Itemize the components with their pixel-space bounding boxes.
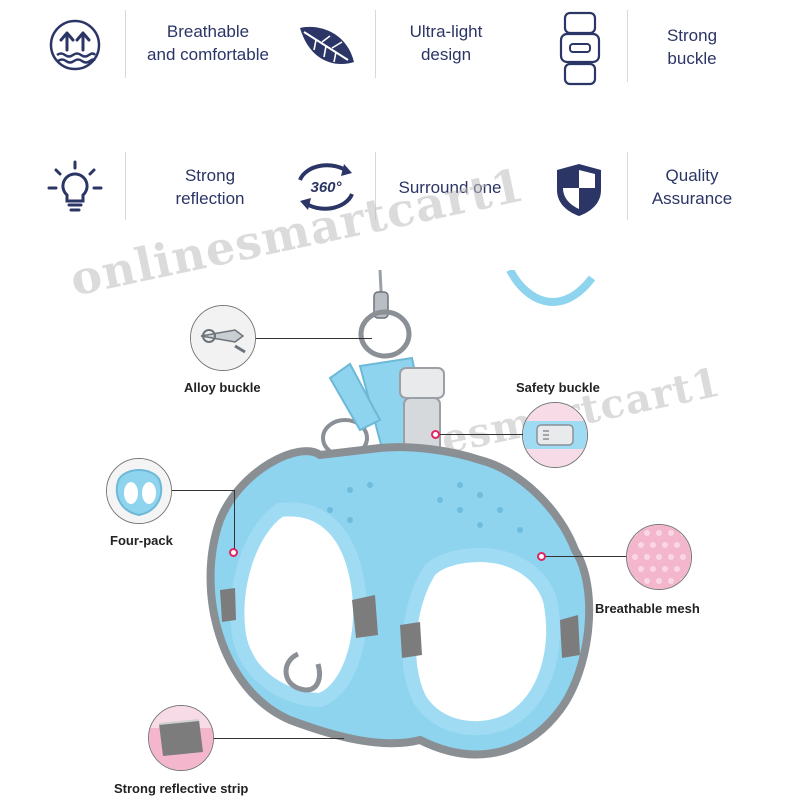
breathable-arrows-icon xyxy=(48,18,102,72)
buckle-icon xyxy=(558,10,602,88)
divider xyxy=(125,152,126,220)
callout-dot xyxy=(537,552,546,561)
rotate-360-icon: 360° xyxy=(292,156,360,218)
callout-line xyxy=(172,490,235,491)
callout-line xyxy=(256,338,372,339)
safety-buckle-label: Safety buckle xyxy=(516,380,600,395)
callout-dot xyxy=(431,430,440,439)
lightbulb-icon xyxy=(46,160,104,218)
safety-buckle-detail-image xyxy=(522,402,588,468)
svg-text:360°: 360° xyxy=(310,179,342,196)
four-pack-label: Four-pack xyxy=(110,533,173,548)
divider xyxy=(375,10,376,78)
shield-icon xyxy=(554,162,604,218)
callout-line xyxy=(440,434,523,435)
harness-image xyxy=(180,268,620,800)
divider xyxy=(125,10,126,78)
alloy-buckle-label: Alloy buckle xyxy=(184,380,261,395)
feature-surround-label: Surround one xyxy=(398,178,502,197)
divider xyxy=(627,10,628,82)
alloy-buckle-detail-image xyxy=(190,305,256,371)
breathable-mesh-detail-image xyxy=(626,524,692,590)
divider xyxy=(375,152,376,220)
reflective-strip-detail-image xyxy=(148,705,214,771)
breathable-mesh-label: Breathable mesh xyxy=(595,601,700,616)
four-pack-detail-image xyxy=(106,458,172,524)
divider xyxy=(627,152,628,220)
reflective-strip-label: Strong reflective strip xyxy=(114,781,249,796)
callout-dot xyxy=(229,548,238,557)
callout-line xyxy=(546,556,626,557)
callout-line xyxy=(214,738,344,739)
callout-line xyxy=(234,490,235,550)
feather-leaf-icon xyxy=(296,22,358,70)
